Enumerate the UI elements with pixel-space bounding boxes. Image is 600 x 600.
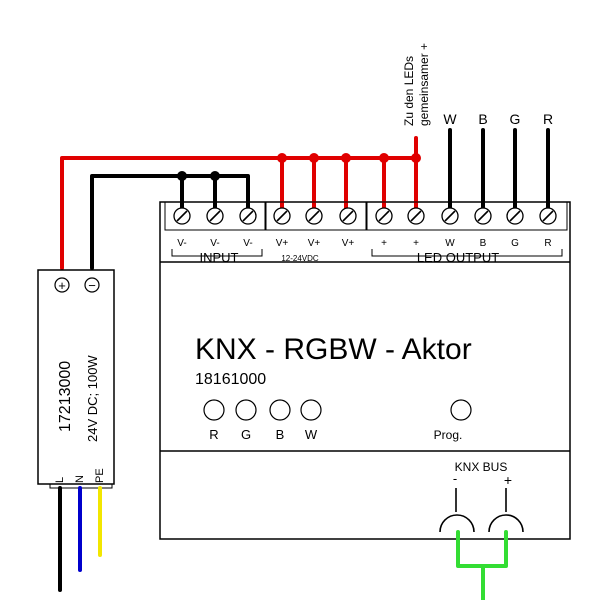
screw-slot: [276, 210, 288, 222]
led-label: W: [305, 427, 318, 442]
terminal-label: W: [445, 238, 455, 249]
led-label: R: [209, 427, 218, 442]
terminal-label: V+: [342, 238, 355, 249]
psu-mains-label-pe: PE: [94, 468, 106, 483]
psu-minus-terminal: [84, 277, 100, 293]
led-label: G: [241, 427, 251, 442]
channel-label: B: [478, 111, 487, 127]
red-junctions: [277, 153, 421, 163]
status-leds: [203, 399, 472, 421]
screw-slot: [242, 210, 254, 222]
knx-bus-label: KNX BUS: [455, 460, 508, 474]
actuator-article-number: 18161000: [195, 371, 266, 388]
terminal-label: R: [544, 238, 551, 249]
prog-label: Prog.: [434, 428, 463, 442]
black-junctions: [177, 171, 220, 181]
psu-article-number: 17213000: [57, 361, 74, 432]
channel-label: R: [543, 111, 553, 127]
knx-bus-wire: [456, 530, 508, 600]
led-labels: R G B W: [209, 427, 318, 442]
psu-plus-terminal: [54, 277, 70, 293]
screw-slot: [342, 210, 354, 222]
led-label: B: [276, 427, 285, 442]
screw-slot: [308, 210, 320, 222]
terminal-strip: [265, 201, 367, 231]
channel-label: W: [443, 111, 457, 127]
terminal-label: V-: [177, 238, 186, 249]
psu-minus-symbol: −: [88, 278, 96, 293]
terminal-label: G: [511, 238, 519, 249]
led-r-indicator: [203, 399, 225, 421]
terminal-label: V+: [276, 238, 289, 249]
psu-rating: 24V DC; 100W: [85, 355, 100, 442]
prog-button: [450, 399, 472, 421]
screw-slot: [477, 210, 489, 222]
knx-bus-plus: +: [504, 472, 512, 488]
voltage-range-label: 12-24VDC: [281, 254, 319, 263]
led-note-line2: gemeinsamer +: [417, 43, 431, 126]
channel-label: G: [510, 111, 521, 127]
psu-mains-label-l: L: [54, 477, 66, 483]
screw-slot: [378, 210, 390, 222]
led-g-indicator: [235, 399, 257, 421]
group-brackets: [171, 249, 563, 257]
screw-slot: [509, 210, 521, 222]
screw-slot: [176, 210, 188, 222]
terminal-label: V+: [308, 238, 321, 249]
terminal-labels: V- V- V- V+ V+ V+ + + W B G R: [177, 238, 551, 249]
led-note-line1: Zu den LEDs: [402, 56, 416, 126]
terminal-block: [164, 201, 568, 231]
channel-labels: W B G R: [443, 111, 553, 127]
terminal-label: +: [381, 238, 387, 249]
mains-wires: [58, 486, 102, 592]
terminal-label: V-: [243, 238, 252, 249]
red-wires: [60, 136, 418, 270]
led-w-indicator: [300, 399, 322, 421]
screw-slot: [444, 210, 456, 222]
terminal-label: V-: [210, 238, 219, 249]
output-channel-wires: [448, 128, 550, 218]
screw-slot: [542, 210, 554, 222]
terminal-strip: [164, 201, 266, 231]
psu-mains-label-n: N: [74, 475, 86, 483]
psu-plus-symbol: +: [58, 278, 66, 293]
input-group-label: INPUT: [200, 250, 239, 265]
screw-slot: [410, 210, 422, 222]
terminal-strip: [366, 201, 568, 231]
knx-bus-connectors: [439, 488, 524, 533]
terminal-label: B: [480, 238, 487, 249]
power-supply: [37, 269, 115, 489]
terminal-label: +: [413, 238, 419, 249]
knx-bus-minus: -: [453, 471, 457, 486]
screw-slot: [209, 210, 221, 222]
actuator-title: KNX - RGBW - Aktor: [195, 333, 472, 366]
output-group-label: LED OUTPUT: [417, 250, 499, 265]
led-b-indicator: [269, 399, 291, 421]
